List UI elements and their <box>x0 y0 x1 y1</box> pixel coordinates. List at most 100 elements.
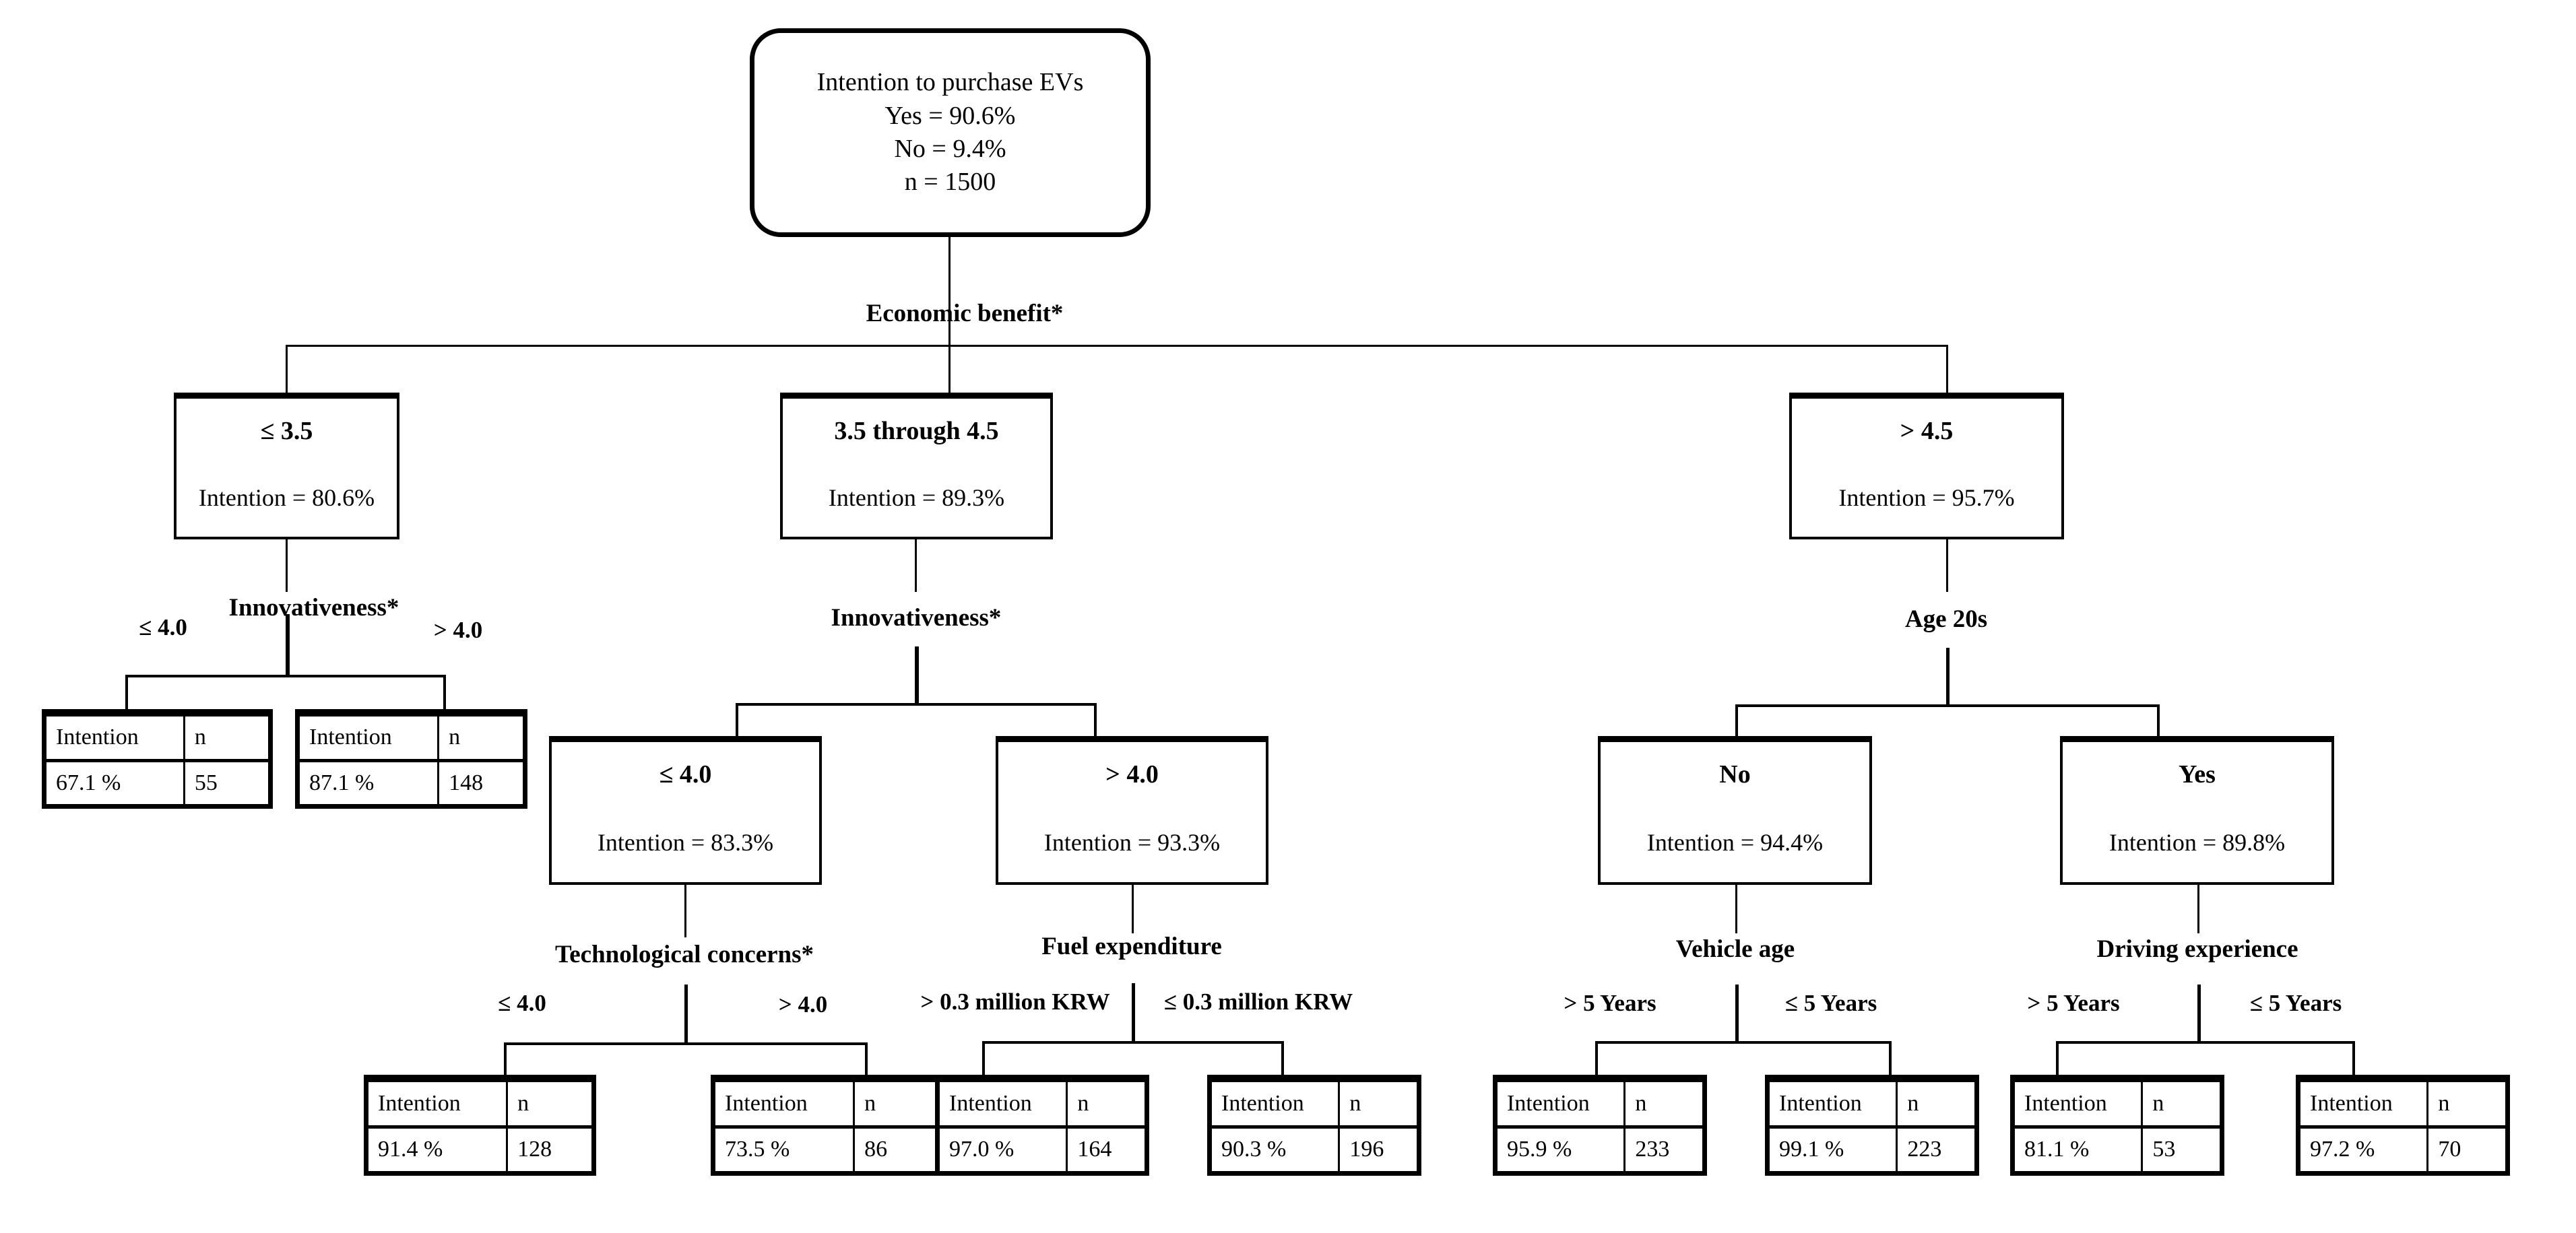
connector-bus-age <box>1735 704 2160 707</box>
leaf-value-row: 97.2 % 70 <box>2298 1125 2507 1173</box>
node-header: ≤ 4.0 <box>659 760 712 789</box>
connector-bus-inn-left <box>125 675 446 677</box>
connector-vehicle-stem2 <box>1735 985 1739 1044</box>
leaf-header-row: Intention n <box>1209 1080 1419 1129</box>
leaf-header-intention: Intention <box>44 714 185 762</box>
connector-drop-mid-left <box>736 703 738 747</box>
split-label-age-20s: Age 20s <box>1904 605 1988 633</box>
connector-root-stem <box>948 237 951 298</box>
leaf-header-n: n <box>2141 1080 2222 1129</box>
leaf-header-row: Intention n <box>2298 1080 2507 1129</box>
leaf-header-n: n <box>1338 1080 1419 1129</box>
edge-label-inn-left-le: ≤ 4.0 <box>139 614 187 640</box>
leaf-value-n: 55 <box>183 759 271 806</box>
leaf-value-intention: 95.9 % <box>1495 1125 1626 1173</box>
leaf-header-intention: Intention <box>297 714 440 762</box>
leaf-table-5: Intention n 97.0 % 164 <box>935 1075 1149 1176</box>
leaf-header-n: n <box>853 1080 940 1129</box>
leaf-header-intention: Intention <box>1495 1080 1626 1129</box>
connector-drop-leaf-3 <box>504 1042 507 1077</box>
leaf-header-row: Intention n <box>366 1080 593 1129</box>
connector-inn-left-stem <box>286 614 290 676</box>
leaf-value-intention: 90.3 % <box>1209 1125 1341 1173</box>
connector-drop-l2-left <box>286 345 288 394</box>
node-body: Intention = 80.6% <box>198 484 375 511</box>
leaf-header-intention: Intention <box>2012 1080 2144 1129</box>
root-no: No = 9.4% <box>894 135 1006 163</box>
edge-label-vehicle-le: ≤ 5 Years <box>1784 990 1877 1016</box>
connector-tech-stem2 <box>684 985 688 1045</box>
root-title: Intention to purchase EVs <box>816 68 1084 97</box>
node-innov-le-4-0: ≤ 4.0 Intention = 83.3% <box>549 736 822 885</box>
leaf-value-intention: 99.1 % <box>1767 1125 1898 1173</box>
leaf-header-n: n <box>1066 1080 1147 1129</box>
connector-drop-leaf-2 <box>443 675 446 712</box>
node-body: Intention = 89.3% <box>828 484 1005 511</box>
connector-drop-leaf-6 <box>1281 1041 1284 1077</box>
leaf-table-2: Intention n 87.1 % 148 <box>295 709 527 809</box>
leaf-value-intention: 97.0 % <box>937 1125 1068 1173</box>
node-body: Intention = 83.3% <box>597 829 774 856</box>
leaf-header-intention: Intention <box>1767 1080 1898 1129</box>
leaf-header-intention: Intention <box>937 1080 1068 1129</box>
leaf-header-intention: Intention <box>1209 1080 1341 1129</box>
leaf-header-row: Intention n <box>1495 1080 1704 1129</box>
root-yes: Yes = 90.6% <box>884 101 1016 130</box>
connector-drop-l2-mid <box>948 345 951 394</box>
connector-age-stem2 <box>1946 648 1950 707</box>
node-innov-gt-4-0: > 4.0 Intention = 93.3% <box>996 736 1268 885</box>
connector-bus-driving <box>2056 1041 2355 1044</box>
connector-bus-tech <box>504 1042 868 1045</box>
leaf-value-row: 91.4 % 128 <box>366 1125 593 1173</box>
connector-drop-leaf-5 <box>982 1041 985 1077</box>
leaf-value-intention: 97.2 % <box>2298 1125 2429 1173</box>
leaf-value-n: 53 <box>2141 1125 2222 1173</box>
root-node: Intention to purchase EVs Yes = 90.6% No… <box>750 28 1151 237</box>
node-economic-le-3-5: ≤ 3.5 Intention = 80.6% <box>174 393 399 539</box>
edge-label-tech-le: ≤ 4.0 <box>498 990 546 1016</box>
split-label-vehicle-age: Vehicle age <box>1675 935 1795 963</box>
leaf-table-3: Intention n 91.4 % 128 <box>364 1075 596 1176</box>
connector-fuel-stem2 <box>1132 983 1135 1044</box>
leaf-value-row: 95.9 % 233 <box>1495 1125 1704 1173</box>
connector-driving-stem <box>2197 885 2199 933</box>
leaf-value-intention: 67.1 % <box>44 759 185 806</box>
node-header: 3.5 through 4.5 <box>834 417 999 445</box>
leaf-header-n: n <box>1896 1080 1976 1129</box>
edge-label-vehicle-gt: > 5 Years <box>1564 990 1656 1016</box>
edge-label-fuel-gt: > 0.3 million KRW <box>920 989 1110 1015</box>
leaf-header-n: n <box>506 1080 593 1129</box>
connector-bus-level1 <box>286 345 1948 347</box>
connector-drop-leaf-7 <box>1595 1041 1598 1077</box>
edge-label-driving-le: ≤ 5 Years <box>2249 990 2342 1016</box>
leaf-value-row: 97.0 % 164 <box>937 1125 1147 1173</box>
node-body: Intention = 95.7% <box>1838 484 2015 511</box>
leaf-value-n: 233 <box>1623 1125 1704 1173</box>
node-header: No <box>1719 760 1751 789</box>
leaf-table-10: Intention n 97.2 % 70 <box>2296 1075 2510 1176</box>
leaf-value-n: 223 <box>1896 1125 1976 1173</box>
leaf-value-n: 86 <box>853 1125 940 1173</box>
leaf-header-row: Intention n <box>713 1080 940 1129</box>
connector-bus-inn-mid <box>736 703 1097 706</box>
node-header: Yes <box>2179 760 2216 789</box>
split-label-fuel-expenditure: Fuel expenditure <box>1041 933 1222 960</box>
edge-label-fuel-le: ≤ 0.3 million KRW <box>1163 989 1353 1015</box>
leaf-value-intention: 91.4 % <box>366 1125 509 1173</box>
root-n: n = 1500 <box>904 168 996 197</box>
connector-drop-leaf-4 <box>865 1042 868 1077</box>
node-body: Intention = 94.4% <box>1646 829 1824 856</box>
split-label-economic-benefit: Economic benefit* <box>866 300 1064 327</box>
node-body: Intention = 93.3% <box>1043 829 1221 856</box>
edge-label-tech-gt: > 4.0 <box>778 991 828 1018</box>
connector-left-stem <box>286 539 288 592</box>
node-header: > 4.0 <box>1105 760 1159 789</box>
split-label-innovativeness-left: Innovativeness* <box>228 594 399 622</box>
leaf-table-8: Intention n 99.1 % 223 <box>1765 1075 1979 1176</box>
leaf-header-intention: Intention <box>2298 1080 2429 1129</box>
leaf-header-intention: Intention <box>366 1080 509 1129</box>
leaf-value-row: 81.1 % 53 <box>2012 1125 2222 1173</box>
node-body: Intention = 89.8% <box>2108 829 2286 856</box>
connector-bus-fuel <box>982 1041 1284 1044</box>
connector-vehicle-stem <box>1735 885 1737 933</box>
